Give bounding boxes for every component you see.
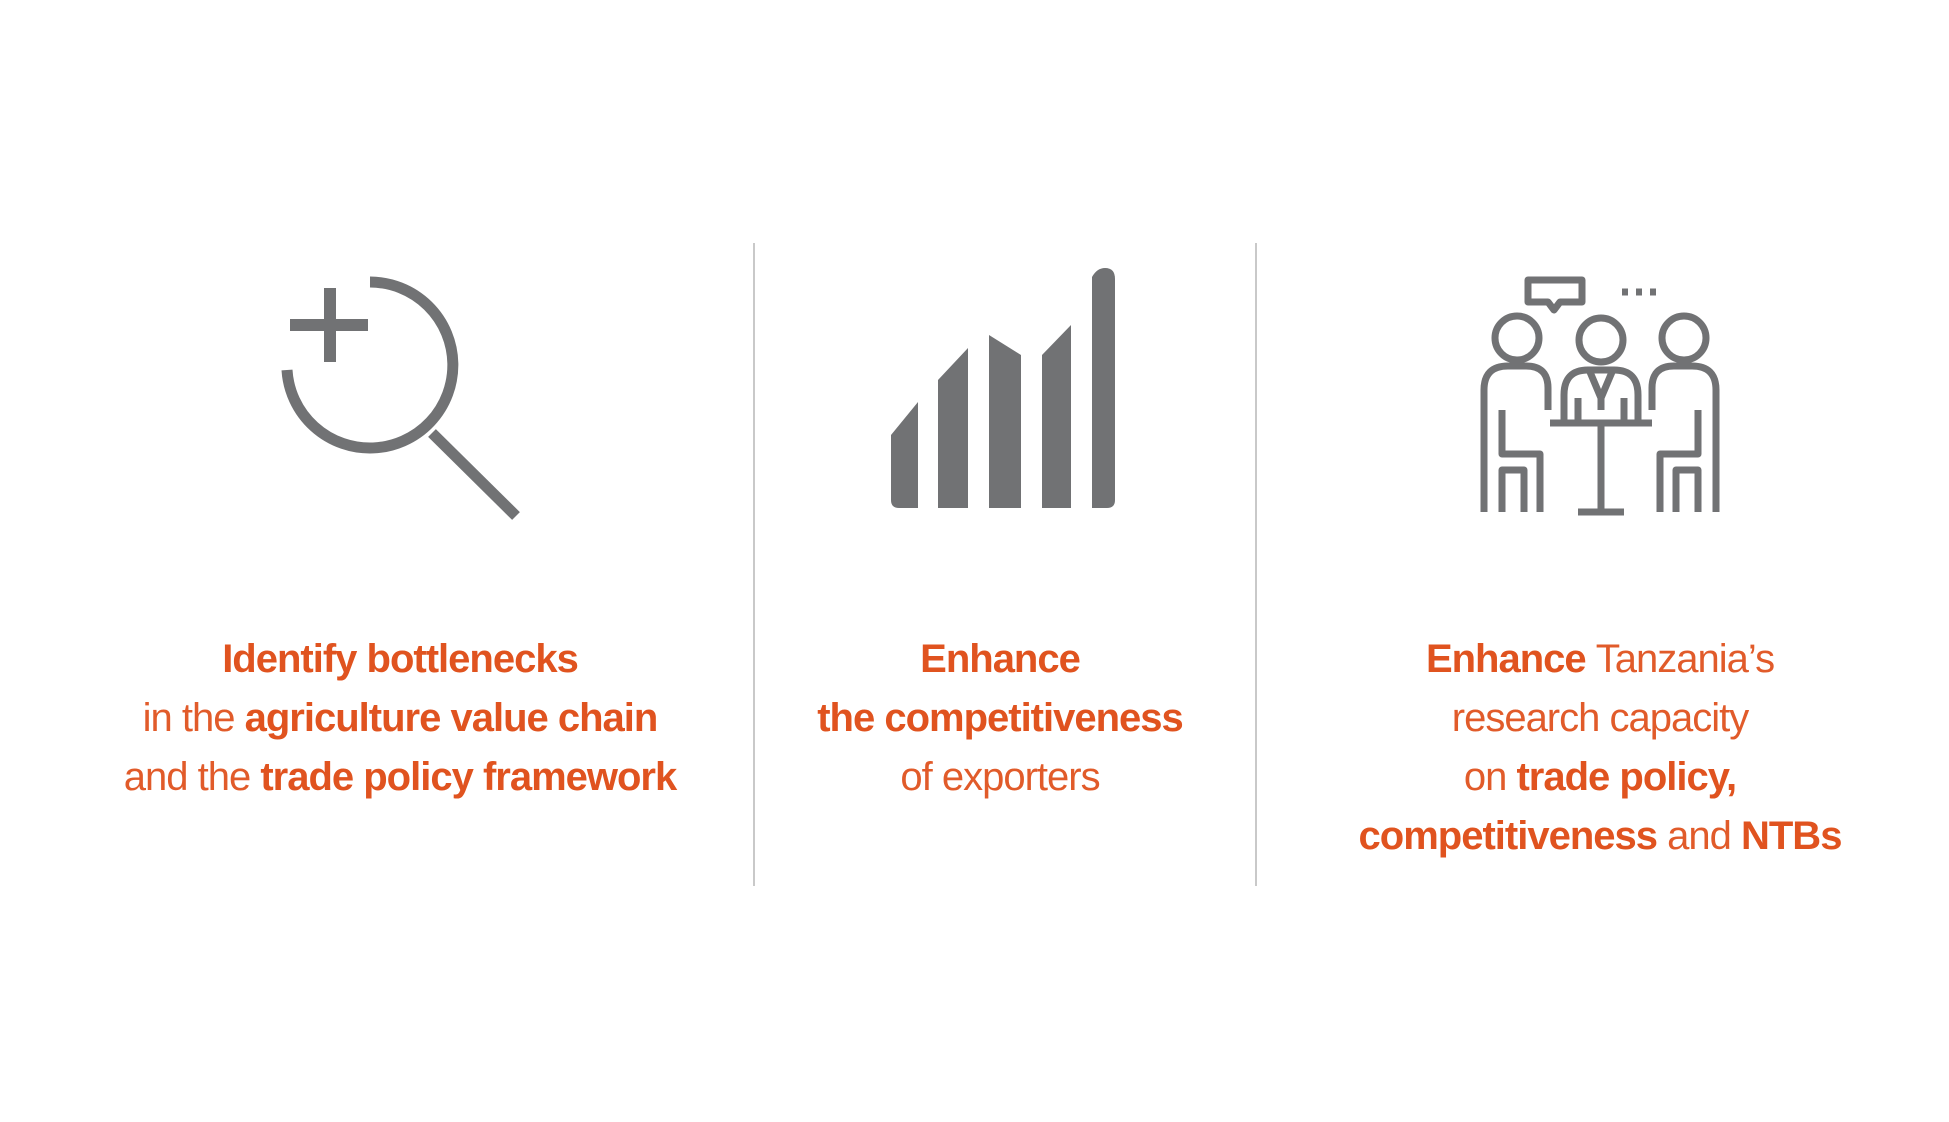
caption-text: agriculture value chain: [244, 696, 659, 740]
caption-line: Identify bottlenecks: [60, 630, 740, 689]
caption-text: research capacity: [1451, 696, 1749, 740]
caption-text: competitiveness: [1358, 814, 1658, 858]
column-divider-right: [1255, 243, 1257, 886]
caption-enhance-competitiveness: Enhance the competitiveness of exporters: [775, 630, 1225, 807]
caption-line: and the trade policy framework: [60, 748, 740, 807]
caption-text: Identify bottlenecks: [222, 637, 579, 681]
meeting-people-icon: [1470, 270, 1730, 520]
caption-line: of exporters: [775, 748, 1225, 807]
caption-line: Enhance Tanzania’s: [1300, 630, 1900, 689]
caption-text: and the: [123, 755, 261, 799]
caption-text: trade policy,: [1516, 755, 1737, 799]
magnifier-plus-icon: [270, 270, 530, 530]
caption-text: Enhance: [920, 637, 1081, 681]
growth-bars-icon: [885, 265, 1130, 510]
caption-text: in the: [142, 696, 245, 740]
caption-text: Enhance: [1425, 637, 1596, 681]
caption-text: on: [1463, 755, 1517, 799]
caption-identify-bottlenecks: Identify bottlenecks in the agriculture …: [60, 630, 740, 807]
caption-text: and: [1657, 814, 1741, 858]
caption-line: research capacity: [1300, 689, 1900, 748]
caption-text: Tanzania’s: [1595, 637, 1775, 681]
column-divider-left: [753, 243, 755, 886]
caption-text: NTBs: [1740, 814, 1842, 858]
caption-line: competitiveness and NTBs: [1300, 807, 1900, 866]
caption-line: in the agriculture value chain: [60, 689, 740, 748]
caption-research-capacity: Enhance Tanzania’s research capacity on …: [1300, 630, 1900, 866]
caption-text: trade policy framework: [260, 755, 677, 799]
caption-text: of exporters: [900, 755, 1100, 799]
caption-line: on trade policy,: [1300, 748, 1900, 807]
caption-line: the competitiveness: [775, 689, 1225, 748]
caption-line: Enhance: [775, 630, 1225, 689]
caption-text: the competitiveness: [817, 696, 1184, 740]
